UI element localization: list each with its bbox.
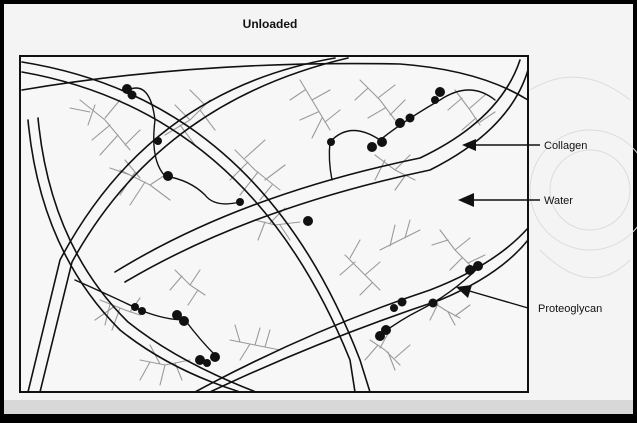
label-water: Water <box>544 195 573 207</box>
label-collagen: Collagen <box>544 140 587 152</box>
bottom-band <box>4 400 633 414</box>
diagram-title: Unloaded <box>243 17 298 31</box>
label-proteoglycan: Proteoglycan <box>538 303 602 315</box>
